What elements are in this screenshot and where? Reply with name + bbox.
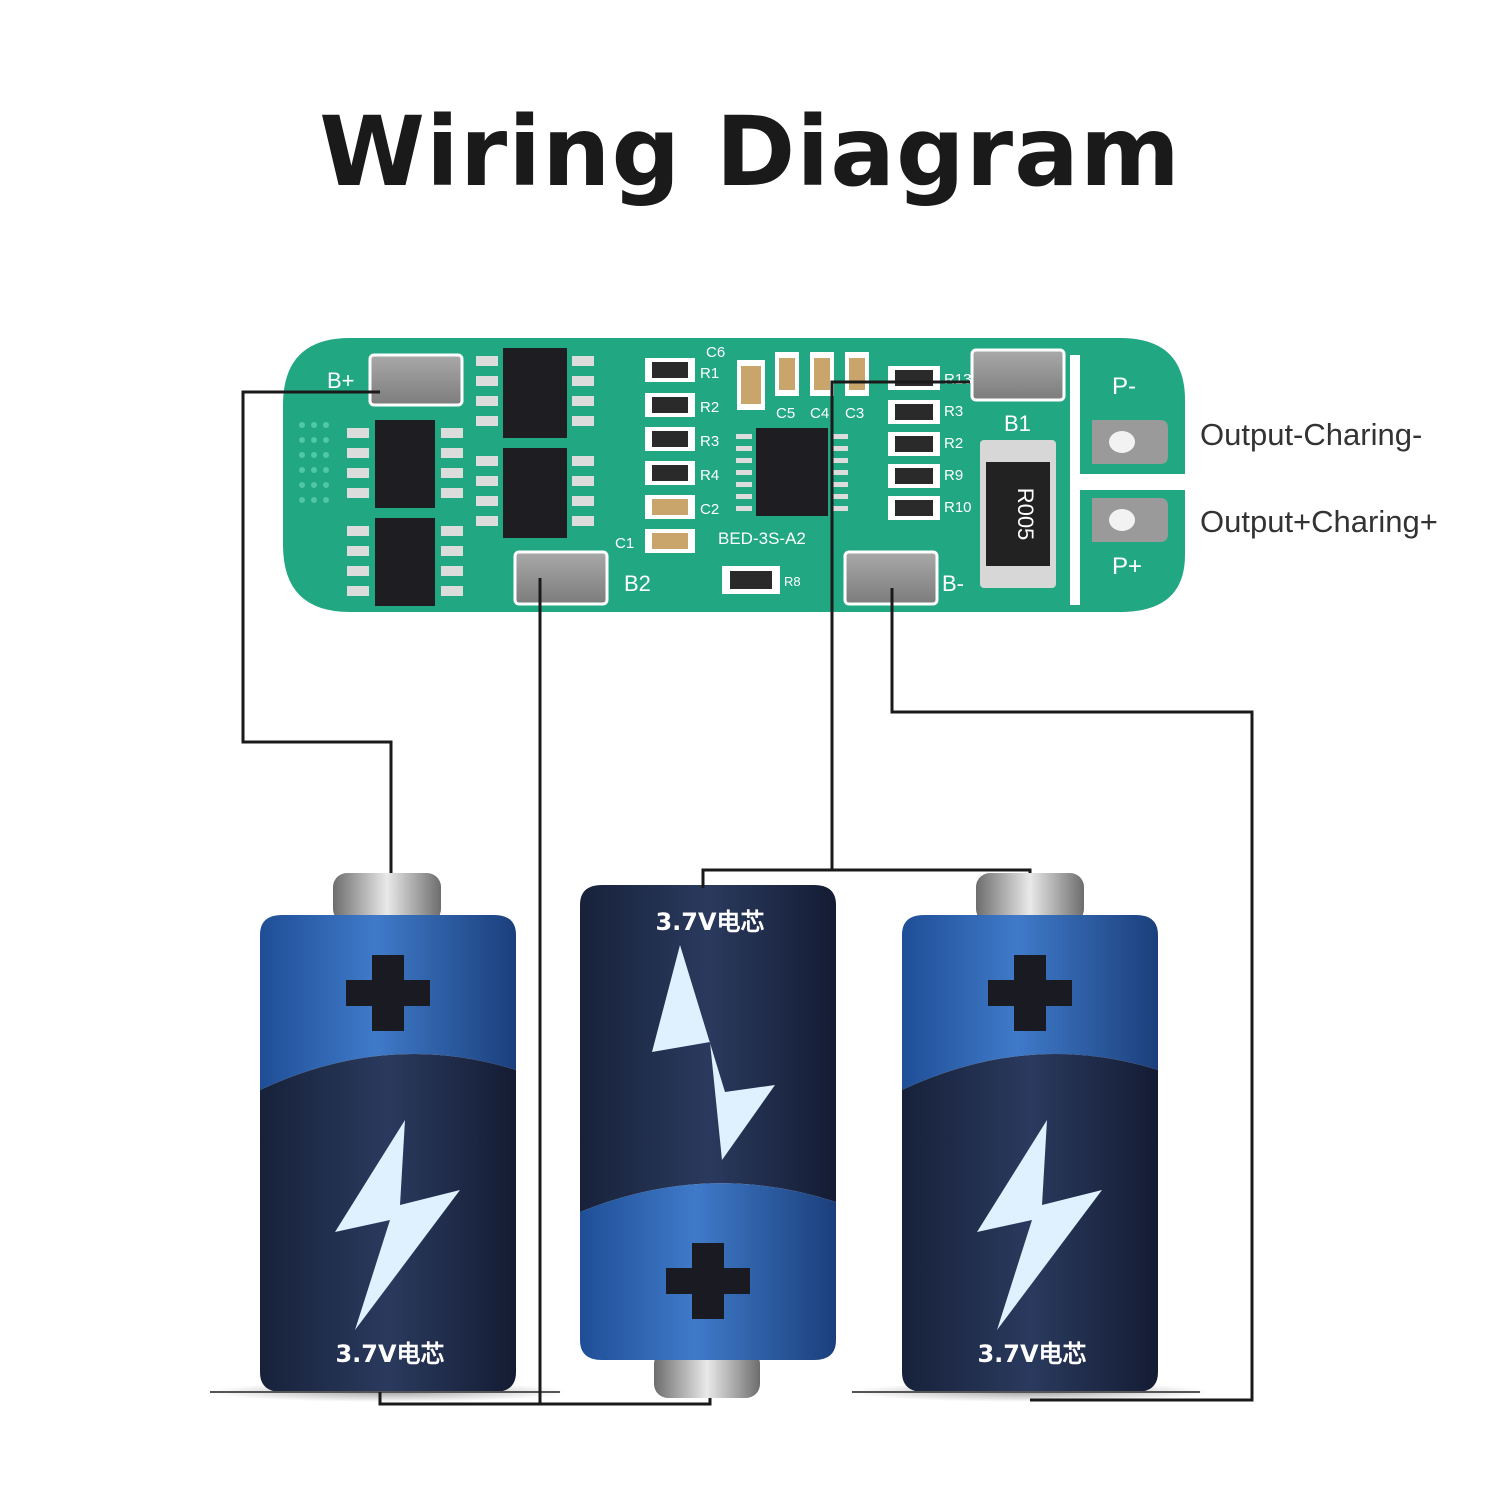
bms-board: R005 B+ B1 B2 B- P- P+ BED-3S-A2 R1 R2 R… bbox=[283, 338, 1185, 612]
smd-right-column bbox=[888, 366, 940, 520]
silk-c5: C5 bbox=[776, 405, 795, 422]
silk-c4: C4 bbox=[810, 405, 829, 422]
smd-top-caps bbox=[737, 352, 869, 410]
battery-cell-2: 3.7V电芯 bbox=[580, 885, 836, 1398]
shunt-label: R005 bbox=[1013, 488, 1038, 541]
silk-r3b: R3 bbox=[944, 403, 963, 420]
cell-label: 3.7V电芯 bbox=[655, 908, 764, 936]
wire-cell2-cell3-bridge bbox=[701, 868, 1032, 888]
silk-p-minus: P- bbox=[1112, 373, 1136, 400]
wires bbox=[241, 380, 1254, 1406]
protection-ic bbox=[736, 428, 848, 516]
pad-b2 bbox=[513, 550, 609, 606]
silk-b-plus: B+ bbox=[327, 368, 355, 393]
pad-p-plus bbox=[1092, 498, 1168, 542]
wire-cell1-cell2-bottom bbox=[378, 1392, 712, 1406]
smd-r8 bbox=[722, 566, 780, 594]
output-minus-label: Output-Charing- bbox=[1200, 417, 1423, 452]
battery-cell-1: 3.7V电芯 bbox=[208, 873, 568, 1402]
pcb-vias bbox=[299, 422, 329, 503]
silk-r10: R10 bbox=[944, 499, 972, 516]
smd-left-column bbox=[645, 358, 695, 553]
silk-r2: R2 bbox=[700, 399, 719, 416]
plus-sign-icon bbox=[988, 955, 1072, 1031]
plus-sign-icon bbox=[346, 955, 430, 1031]
shunt-resistor: R005 bbox=[980, 440, 1056, 588]
output-plus-label: Output+Charing+ bbox=[1200, 504, 1438, 539]
silk-b-minus: B- bbox=[942, 571, 964, 596]
lightning-bolt-icon bbox=[652, 945, 775, 1160]
pad-p-minus bbox=[1092, 420, 1168, 464]
silk-model: BED-3S-A2 bbox=[718, 529, 806, 548]
battery-cell-3: 3.7V电芯 bbox=[850, 873, 1210, 1402]
silk-c6: C6 bbox=[706, 344, 725, 361]
wire-b1 bbox=[830, 380, 970, 870]
wire-b-minus bbox=[890, 588, 1254, 1402]
silk-b2: B2 bbox=[624, 571, 651, 596]
silk-c2: C2 bbox=[700, 501, 719, 518]
wire-b-plus bbox=[241, 390, 393, 873]
silk-r1: R1 bbox=[700, 365, 719, 382]
cell-label: 3.7V电芯 bbox=[977, 1340, 1086, 1368]
silk-b1: B1 bbox=[1004, 411, 1031, 436]
plus-sign-icon bbox=[666, 1243, 750, 1319]
pad-b1 bbox=[970, 348, 1066, 402]
silk-c1: C1 bbox=[615, 535, 634, 552]
silk-r3: R3 bbox=[700, 433, 719, 450]
lightning-bolt-icon bbox=[335, 1120, 460, 1330]
silk-c3: C3 bbox=[845, 405, 864, 422]
silk-r8: R8 bbox=[784, 574, 801, 589]
cell-label: 3.7V电芯 bbox=[335, 1340, 444, 1368]
silk-r9: R9 bbox=[944, 467, 963, 484]
silk-r4: R4 bbox=[700, 467, 719, 484]
silk-r13: R13 bbox=[944, 371, 972, 388]
pcb-terminal-gap bbox=[1075, 474, 1185, 490]
lightning-bolt-icon bbox=[977, 1120, 1102, 1330]
silk-r2b: R2 bbox=[944, 435, 963, 452]
page-title: Wiring Diagram bbox=[319, 96, 1181, 208]
mosfet-chips bbox=[347, 348, 594, 606]
pad-b-plus bbox=[368, 353, 464, 407]
silk-p-plus: P+ bbox=[1112, 553, 1142, 580]
